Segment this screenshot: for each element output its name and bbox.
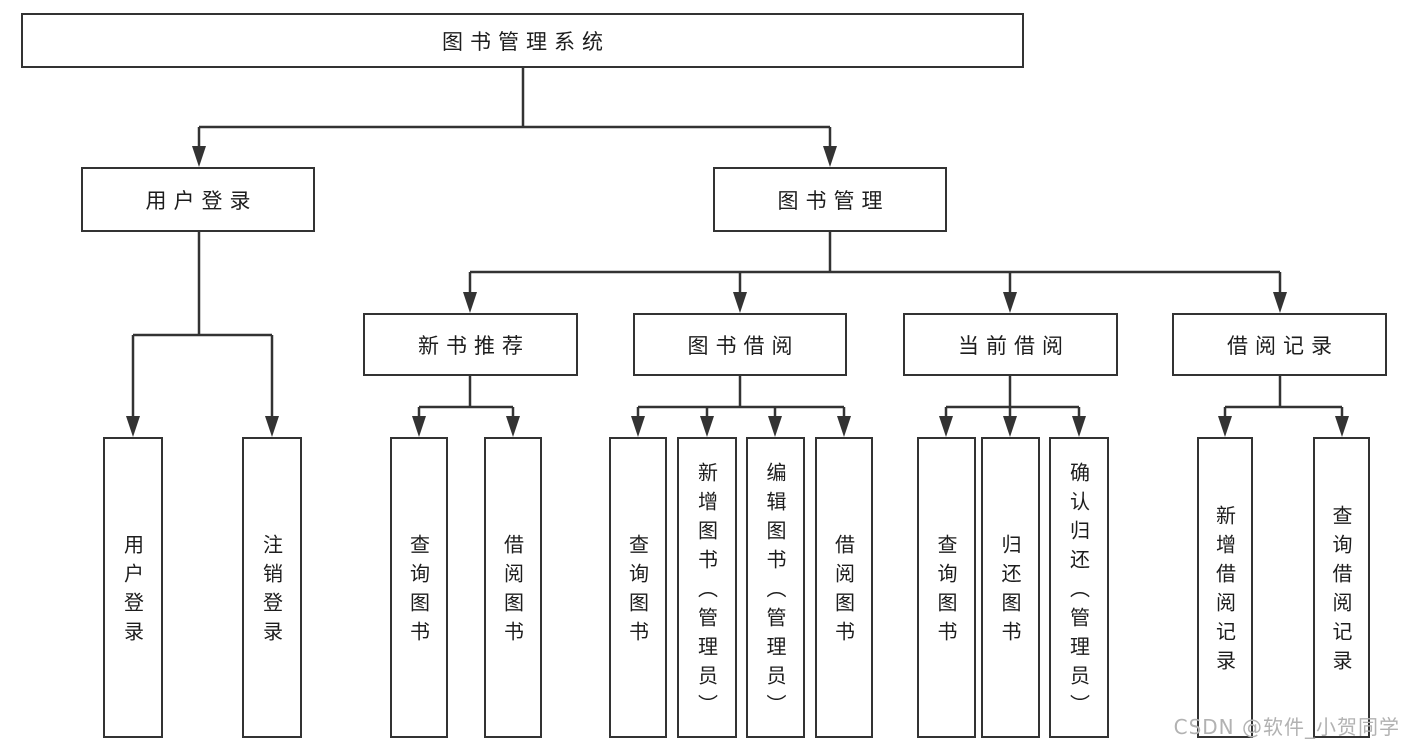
- leaf-label: 确认归还（管理员）: [1066, 461, 1091, 723]
- leaf-borrow-books-recommend: 借阅图书: [484, 437, 542, 738]
- node-borrowing-records: 借阅记录: [1172, 313, 1387, 376]
- leaf-label: 编辑图书（管理员）: [763, 461, 787, 723]
- node-label: 借阅记录: [1227, 333, 1339, 358]
- edge-root-to-level2: [197, 68, 832, 150]
- edge-login-to-leaves: [131, 232, 274, 420]
- node-label: 新书推荐: [418, 333, 530, 358]
- leaf-label: 借阅图书: [500, 534, 525, 650]
- leaf-return-books: 归还图书: [981, 437, 1040, 738]
- leaf-query-books-borrowing: 查询图书: [609, 437, 667, 738]
- edge-recommend-to-leaves: [417, 376, 515, 420]
- leaf-label: 用户登录: [120, 534, 145, 650]
- leaf-borrow-books-borrowing: 借阅图书: [815, 437, 873, 738]
- node-current-borrowing: 当前借阅: [903, 313, 1118, 376]
- node-label: 图书管理: [777, 188, 890, 213]
- leaf-query-borrow-record: 查询借阅记录: [1313, 437, 1370, 738]
- leaf-label: 注销登录: [259, 534, 284, 650]
- csdn-watermark: CSDN @软件_小贺同学: [1173, 715, 1400, 739]
- node-label: 图书借阅: [687, 333, 800, 358]
- leaf-logout: 注销登录: [242, 437, 302, 738]
- leaf-add-borrow-record: 新增借阅记录: [1197, 437, 1253, 738]
- edge-records-to-leaves: [1223, 376, 1344, 420]
- node-label: 图书管理系统: [442, 29, 610, 54]
- leaf-label: 借阅图书: [831, 534, 856, 650]
- leaf-label: 查询图书: [934, 534, 958, 650]
- node-label: 当前借阅: [958, 333, 1070, 358]
- leaf-label: 查询借阅记录: [1329, 505, 1353, 679]
- leaf-user-login: 用户登录: [103, 437, 163, 738]
- leaf-label: 查询图书: [406, 534, 431, 650]
- arrowheads: [126, 146, 1349, 437]
- node-new-book-recommend: 新书推荐: [363, 313, 578, 376]
- node-book-borrowing: 图书借阅: [633, 313, 847, 376]
- node-book-management: 图书管理: [713, 167, 947, 232]
- leaf-add-books-admin: 新增图书（管理员）: [677, 437, 737, 738]
- leaf-query-books-current: 查询图书: [917, 437, 976, 738]
- edge-borrowing-to-leaves: [636, 376, 846, 420]
- leaf-label: 查询图书: [625, 534, 650, 650]
- edge-manage-to-level3: [468, 232, 1282, 296]
- leaf-label: 新增图书（管理员）: [694, 461, 719, 723]
- leaf-label: 新增借阅记录: [1212, 505, 1237, 679]
- edge-current-to-leaves: [944, 376, 1081, 420]
- leaf-label: 归还图书: [998, 534, 1022, 650]
- leaf-edit-books-admin: 编辑图书（管理员）: [746, 437, 805, 738]
- leaf-confirm-return-admin: 确认归还（管理员）: [1049, 437, 1109, 738]
- node-user-login: 用户登录: [81, 167, 315, 232]
- node-library-system: 图书管理系统: [21, 13, 1024, 68]
- node-label: 用户登录: [145, 188, 258, 213]
- leaf-query-books-recommend: 查询图书: [390, 437, 448, 738]
